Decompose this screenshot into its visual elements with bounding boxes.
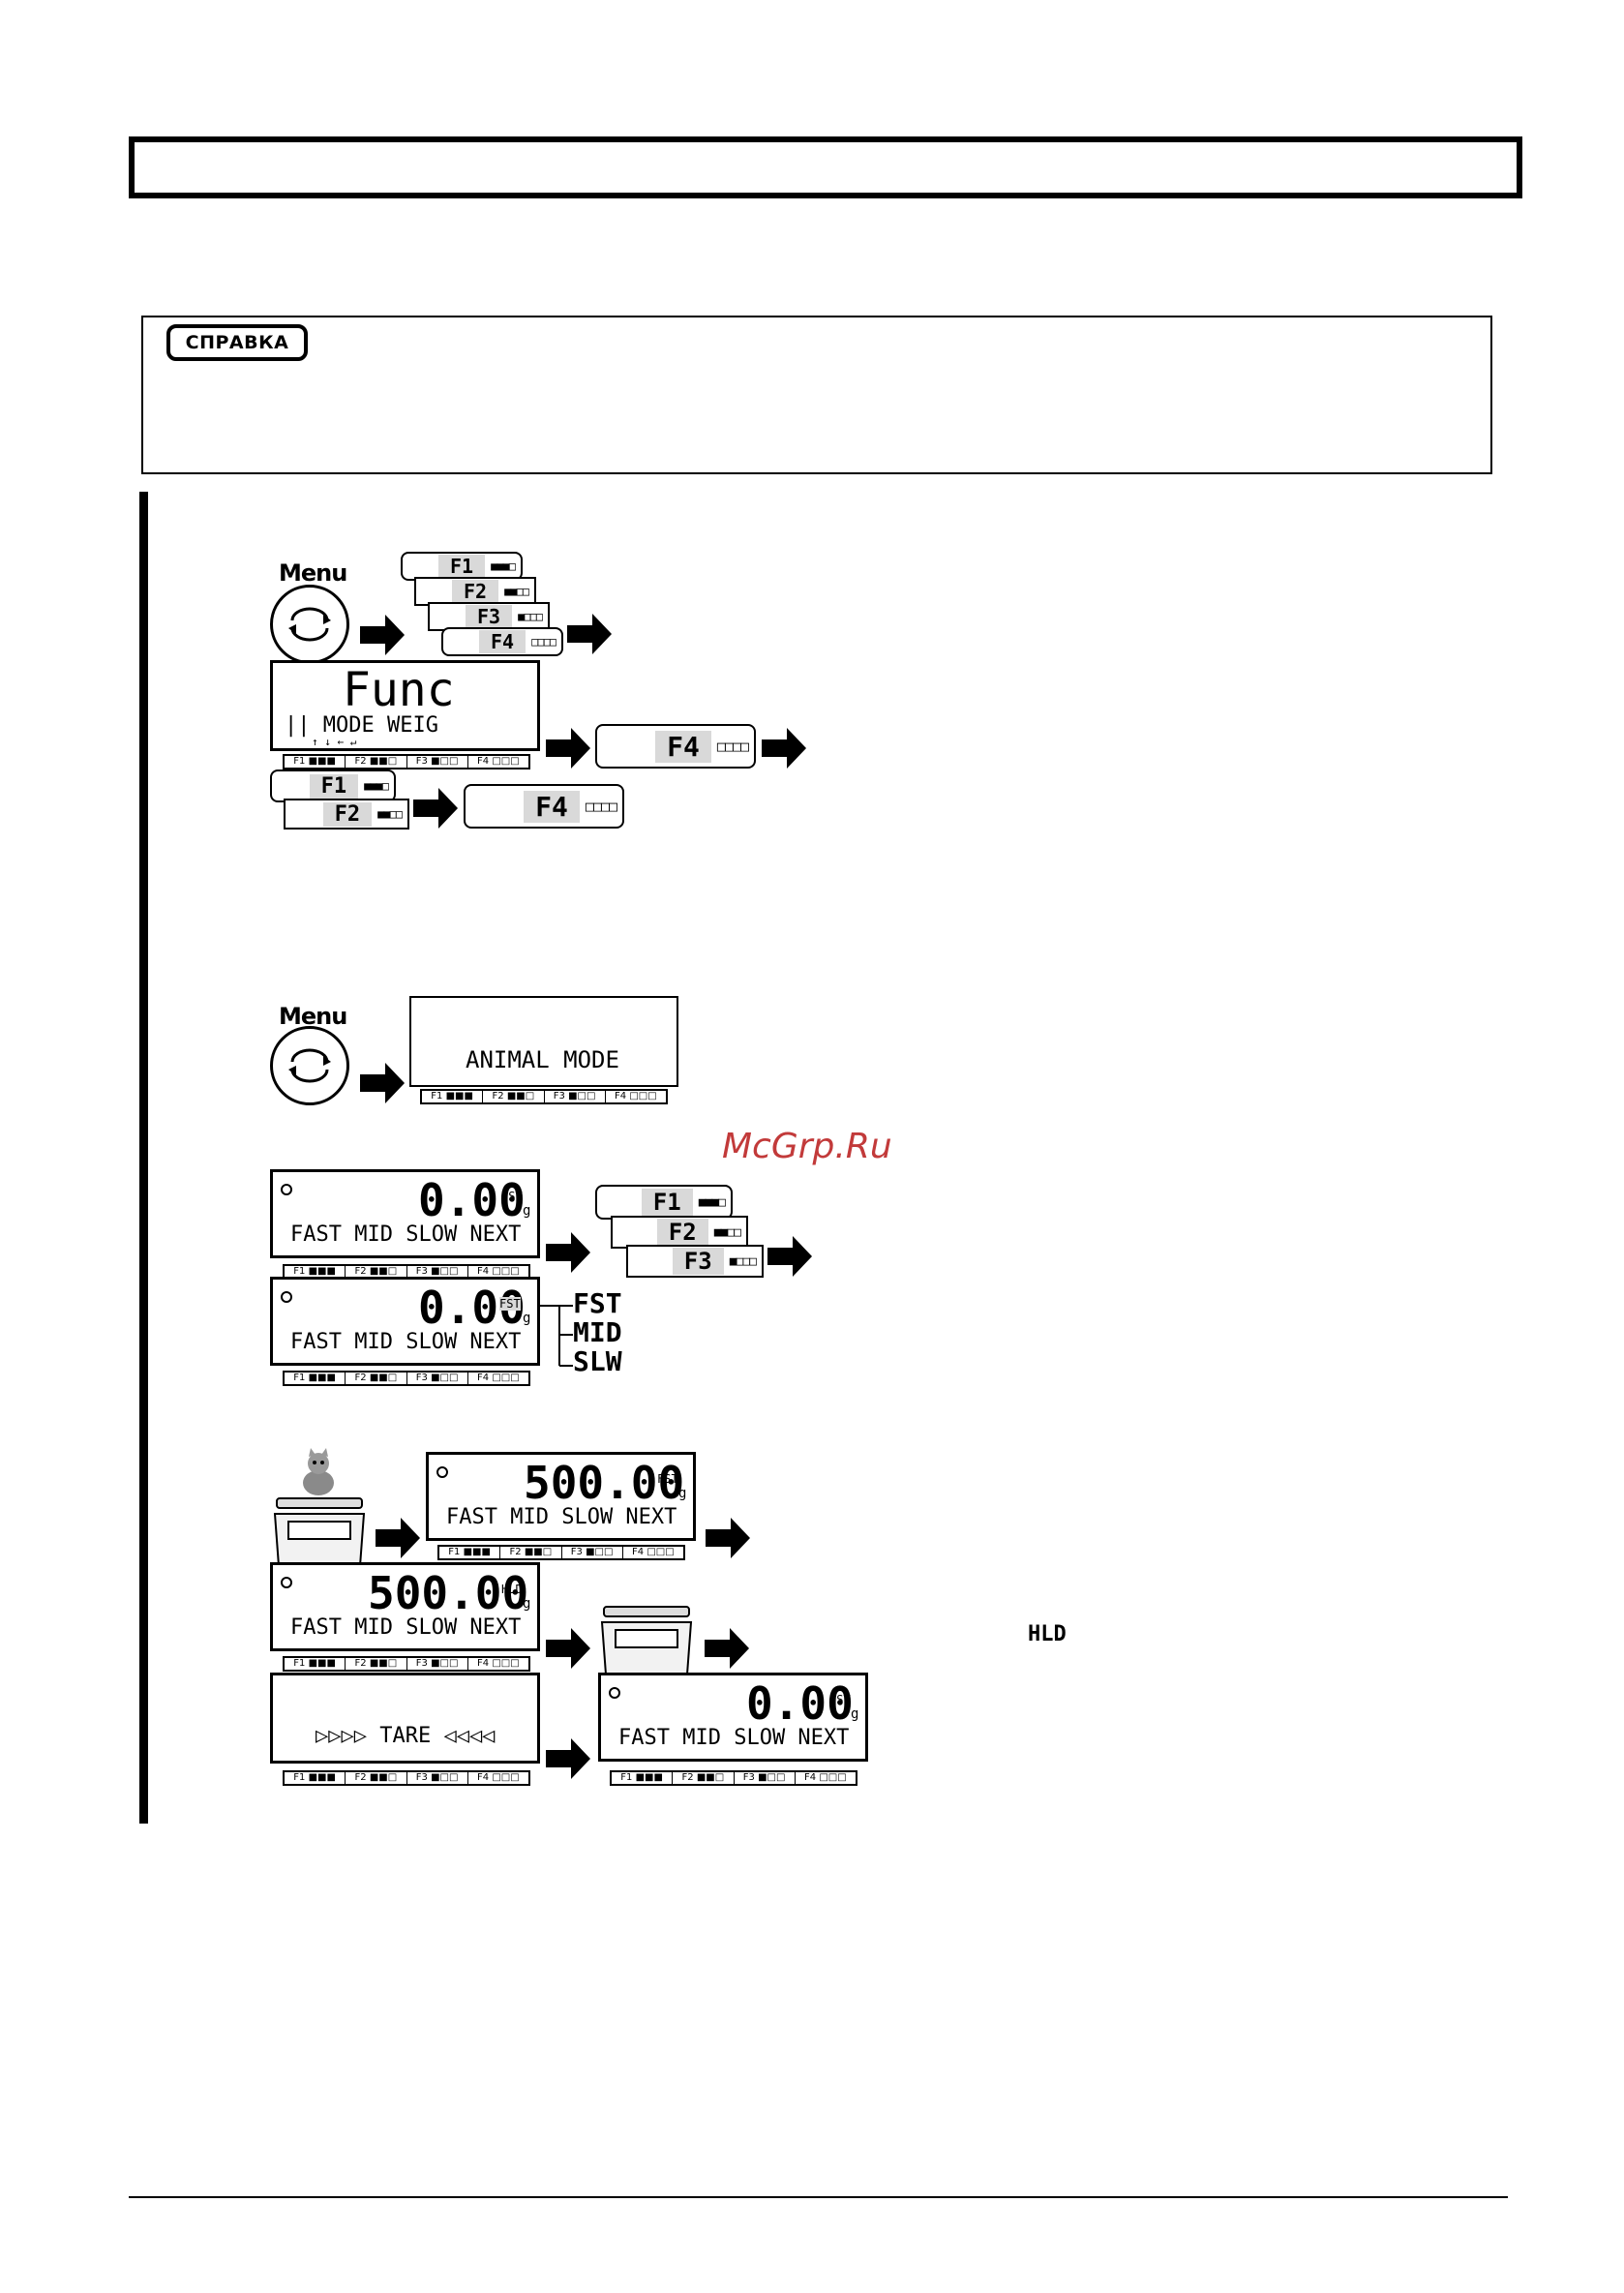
right-arrow-icon [546,1738,590,1779]
f4-key-large[interactable]: F4□□□□ [595,724,756,769]
unit-label: g [678,1486,687,1501]
function-key-bar: F1 ■■■F2 ■■□F3 ■□□F4 □□□ [420,1089,668,1104]
speed-indicator: FST [499,1297,521,1311]
stable-indicator-icon [436,1466,448,1478]
menu-rotate-icon[interactable] [270,1026,349,1105]
func-text: Func [343,663,455,717]
hold-indicator: HLD [501,1583,523,1596]
f1-key[interactable]: F1■■■□ [595,1185,733,1220]
stable-indicator-icon [281,1184,292,1195]
right-arrow-icon [546,728,590,769]
speed-indicator: FST [829,1693,851,1706]
f2-key[interactable]: F2■■□□ [284,799,409,830]
right-arrow-icon [360,615,405,655]
animal-mode-display: ANIMAL MODE [409,996,678,1087]
weight-value: 500.00 [524,1457,685,1509]
function-key-bar: F1 ■■■F2 ■■□F3 ■□□F4 □□□ [283,754,530,769]
function-key-bar: F1 ■■■F2 ■■□F3 ■□□F4 □□□ [437,1545,685,1560]
mode-slow: SLW [573,1345,622,1377]
func-display: Func || MODE WEIG ↑ ↓ ← ↵ [270,660,540,751]
tare-text: ▷▷▷▷ TARE ◁◁◁◁ [316,1724,496,1748]
unit-label: g [523,1203,531,1219]
section-title-box [129,136,1522,198]
reference-badge: СПРАВКА [166,324,308,361]
weighing-display-hold: 500.00 HLD g FAST MID SLOW NEXT [270,1562,540,1651]
speed-indicator: FST [501,1190,523,1203]
function-key-bar: F1 ■■■F2 ■■□F3 ■□□F4 □□□ [283,1371,530,1386]
footer-divider [129,2196,1508,2198]
f4-key[interactable]: F4□□□□ [441,627,563,656]
section-left-bar [139,492,148,1824]
menu-key-label: Menu [279,559,347,587]
f1-key[interactable]: F1■■■□ [401,552,523,581]
f3-key[interactable]: F3■□□□ [626,1245,764,1278]
weight-value: 500.00 [368,1567,529,1619]
f2-key[interactable]: F2■■□□ [611,1216,748,1249]
stable-indicator-icon [281,1577,292,1588]
f1-key[interactable]: F1■■■□ [270,769,396,802]
function-key-bar: F1 ■■■F2 ■■□F3 ■□□F4 □□□ [283,1770,530,1786]
hold-indicator-label: HLD [1028,1622,1067,1646]
unit-label: g [523,1596,531,1612]
weighing-display-zero: 0.00 FST g FAST MID SLOW NEXT [598,1673,868,1762]
weight-value: 0.00 [418,1174,526,1226]
function-key-bar: F1 ■■■F2 ■■□F3 ■□□F4 □□□ [610,1770,857,1786]
right-arrow-icon [376,1518,420,1558]
function-key-bar: F1 ■■■F2 ■■□F3 ■□□F4 □□□ [283,1656,530,1672]
weight-value: 0.00 [746,1677,854,1730]
mode-fast: FST [573,1287,622,1319]
menu-rotate-icon[interactable] [270,585,349,664]
right-arrow-icon [762,728,806,769]
unit-label: g [851,1706,859,1722]
func-arrows-line: ↑ ↓ ← ↵ [312,736,357,748]
function-key-bar: F1 ■■■F2 ■■□F3 ■□□F4 □□□ [283,1264,530,1280]
speed-indicator: FST [657,1472,678,1486]
tare-display: ▷▷▷▷ TARE ◁◁◁◁ [270,1673,540,1764]
right-arrow-icon [546,1628,590,1669]
softkey-labels: FAST MID SLOW NEXT [290,1615,522,1640]
right-arrow-icon [567,614,612,654]
softkey-labels: FAST MID SLOW NEXT [618,1726,850,1750]
f2-key[interactable]: F2■■□□ [414,577,536,606]
scale-icon [273,1497,366,1567]
right-arrow-icon [705,1628,749,1669]
weighing-display-500: 500.00 FST g FAST MID SLOW NEXT [426,1452,696,1541]
cat-icon [303,1448,334,1495]
func-menu-line: || MODE WEIG [285,713,438,738]
right-arrow-icon [546,1232,590,1273]
softkey-labels: FAST MID SLOW NEXT [290,1222,522,1247]
menu-key-label: Menu [279,1003,347,1030]
scale-icon [600,1606,693,1675]
right-arrow-icon [767,1236,812,1277]
watermark-text: McGrp.Ru [722,1127,892,1166]
softkey-labels: FAST MID SLOW NEXT [446,1505,677,1529]
mode-mid: MID [573,1316,622,1348]
mode-bracket [538,1305,573,1367]
right-arrow-icon [360,1063,405,1103]
animal-mode-text: ANIMAL MODE [466,1046,619,1073]
reference-note-box: СПРАВКА [141,316,1492,474]
right-arrow-icon [413,788,458,829]
weighing-display-zero: 0.00 FST g FAST MID SLOW NEXT [270,1169,540,1258]
f3-key[interactable]: F3■□□□ [428,602,550,631]
f4-key-large[interactable]: F4□□□□ [464,784,624,829]
softkey-labels: FAST MID SLOW NEXT [290,1330,522,1354]
right-arrow-icon [706,1518,750,1558]
stable-indicator-icon [281,1291,292,1303]
unit-label: g [523,1311,531,1326]
stable-indicator-icon [609,1687,620,1699]
weighing-display-zero: 0.00 FST g FAST MID SLOW NEXT [270,1277,540,1366]
